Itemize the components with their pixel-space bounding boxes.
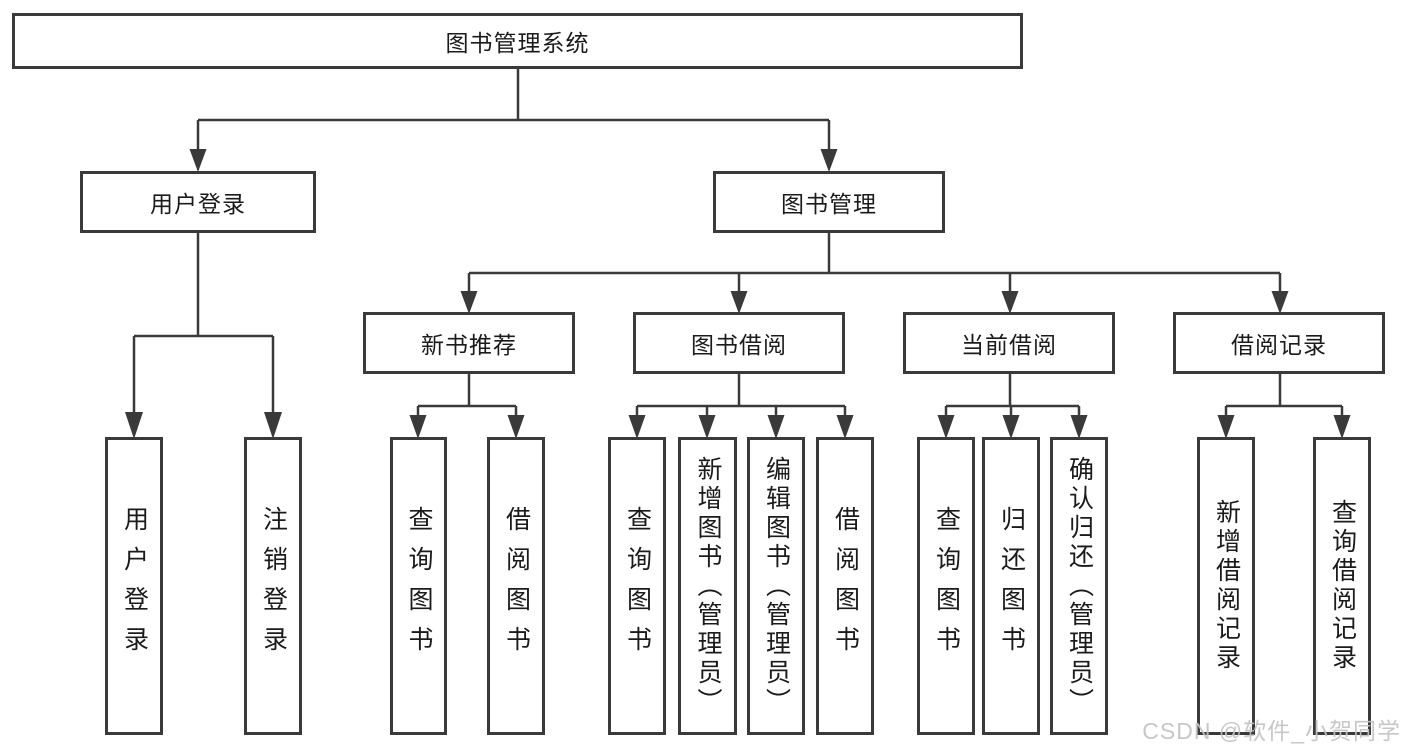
leaf-label: 注销登录 xyxy=(259,506,288,666)
node-book-borrow: 图书借阅 xyxy=(633,312,845,374)
leaf-label: 查询图书 xyxy=(932,506,961,666)
node-user-login: 用户登录 xyxy=(80,171,316,233)
node-leaf-confirm-return-admin: 确认归还（管理员） xyxy=(1050,437,1108,735)
leaf-label: 查询借阅记录 xyxy=(1328,499,1357,673)
node-book-management: 图书管理 xyxy=(713,171,945,233)
node-leaf-borrow-books-1: 借阅图书 xyxy=(487,437,545,735)
leaf-label: 查询图书 xyxy=(623,506,652,666)
leaf-label: 确认归还（管理员） xyxy=(1065,455,1094,717)
leaf-label: 编辑图书（管理员） xyxy=(762,455,791,717)
node-leaf-add-books-admin: 新增图书（管理员） xyxy=(678,437,737,735)
leaf-label: 借阅图书 xyxy=(502,506,531,666)
leaf-label: 用户登录 xyxy=(120,506,149,666)
leaf-label: 查询图书 xyxy=(405,506,433,666)
node-leaf-edit-books-admin: 编辑图书（管理员） xyxy=(747,437,805,735)
node-leaf-query-books-1: 查询图书 xyxy=(390,437,447,735)
node-leaf-query-books-2: 查询图书 xyxy=(608,437,666,735)
watermark: CSDN @软件_小贺同学 xyxy=(1142,718,1401,744)
leaf-label: 借阅图书 xyxy=(831,506,860,666)
leaf-label: 新增图书（管理员） xyxy=(694,455,722,717)
node-leaf-add-borrow-record: 新增借阅记录 xyxy=(1197,437,1255,735)
arrowheads xyxy=(125,149,1351,439)
node-library-management-system: 图书管理系统 xyxy=(12,13,1023,69)
node-leaf-query-borrow-record: 查询借阅记录 xyxy=(1313,437,1371,735)
node-leaf-query-books-3: 查询图书 xyxy=(917,437,975,735)
node-current-borrow: 当前借阅 xyxy=(903,312,1115,374)
node-leaf-logout: 注销登录 xyxy=(244,437,302,735)
node-leaf-borrow-books-2: 借阅图书 xyxy=(816,437,874,735)
node-borrow-records: 借阅记录 xyxy=(1173,312,1385,374)
leaf-label: 归还图书 xyxy=(997,506,1026,666)
node-leaf-user-login: 用户登录 xyxy=(105,437,163,735)
node-new-book-recommend: 新书推荐 xyxy=(363,312,575,374)
node-leaf-return-books: 归还图书 xyxy=(982,437,1040,735)
leaf-label: 新增借阅记录 xyxy=(1212,499,1241,673)
